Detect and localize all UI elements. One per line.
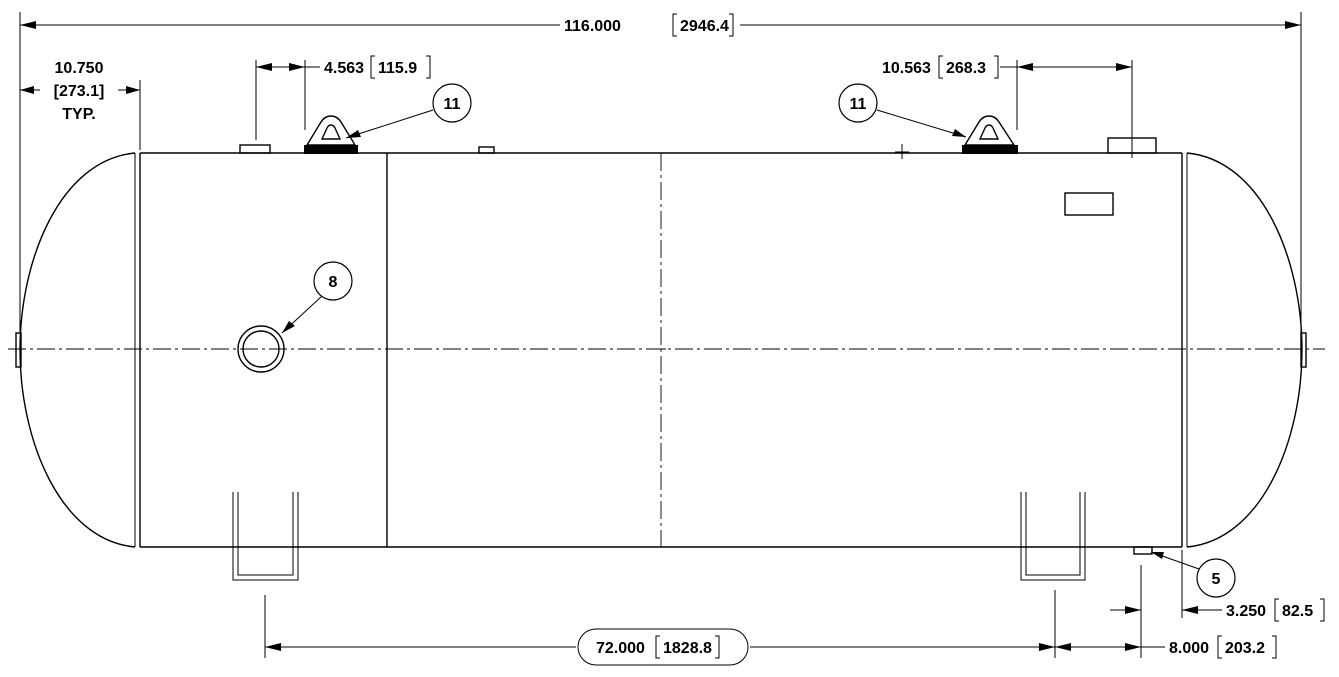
dim-3-inch: 3.250 [1226, 603, 1266, 620]
top-fittings [239, 128, 1157, 216]
dim-lug-left-bracket-r [426, 55, 431, 79]
right-head [1186, 152, 1303, 548]
dim-overall-arrow-right [1285, 21, 1301, 29]
lug-right-body [963, 115, 1016, 146]
dim-head-inch: 10.750 [55, 60, 104, 77]
lug-right-pad [962, 145, 1018, 154]
dim-3-bracket-l [1274, 598, 1279, 622]
saddle-right-outer [1020, 492, 1086, 581]
dim-8-mm: 203.2 [1225, 640, 1265, 657]
dim-lug-left-bracket-l [370, 55, 375, 79]
dim-overall-bracket-l [672, 13, 677, 37]
dim-lug-left-mm: 115.9 [378, 60, 417, 77]
dim-8-bracket-r [1272, 635, 1277, 659]
side-fitting [237, 325, 285, 373]
dim-saddle-bracket-l [655, 635, 660, 659]
dim-lug-right-arrow-a [1017, 63, 1033, 71]
balloon-lug-left-arrow [346, 130, 361, 138]
dim-8-arrow-right [1125, 643, 1141, 651]
balloon-lug-right-number: 11 [850, 96, 867, 113]
saddle-left-inner [237, 492, 294, 576]
dim-lug-right: 10.563 268.3 [882, 55, 1133, 130]
lug-left-hole [320, 124, 342, 140]
lug-left-pad [304, 145, 358, 154]
lifting-lug-right [962, 115, 1018, 154]
left-head [19, 152, 136, 548]
balloon-lug-left-number: 11 [444, 96, 461, 113]
dim-head-arrow-left [20, 86, 34, 94]
lug-right-hole [978, 124, 1000, 140]
side-fitting-outer [237, 325, 285, 373]
dim-lug-left: 4.563 115.9 [255, 55, 431, 140]
saddle-right [1020, 492, 1086, 581]
dim-saddle-arrow-left [265, 643, 281, 651]
dim-lug-left-arrow-b [289, 63, 305, 71]
dim-overall: 116.000 2946.4 [19, 12, 1302, 333]
dim-saddle-spacing: 72.000 1828.8 [264, 590, 1056, 666]
dim-saddle-mm: 1828.8 [663, 640, 712, 657]
drain-coupling [1133, 546, 1153, 555]
dim-saddle-bracket-r [715, 635, 720, 659]
dim-drain-to-head: 3.250 82.5 [1110, 550, 1325, 622]
side-fitting-inner [242, 330, 280, 368]
dim-overall-mm: 2946.4 [680, 18, 729, 35]
dim-saddle-box [577, 628, 749, 666]
dim-saddle-arrow-right [1039, 643, 1055, 651]
balloon-lug-left: 11 [345, 83, 472, 139]
dim-3-arrow-left [1125, 606, 1141, 614]
top-coupling-small [478, 146, 495, 154]
saddle-left-outer [232, 492, 299, 581]
right-head-nozzle [1300, 332, 1307, 368]
dim-lug-right-inch: 10.563 [882, 60, 931, 77]
balloon-drain-number: 5 [1212, 571, 1221, 588]
dim-8-arrow-left [1055, 643, 1071, 651]
dim-saddle-to-drain: 8.000 203.2 [1055, 565, 1277, 659]
dim-head: 10.750 [273.1] TYP. [20, 60, 141, 150]
dim-saddle-inch: 72.000 [596, 640, 645, 657]
saddle-left [232, 492, 299, 581]
balloon-lug-right-circle [838, 83, 878, 123]
dim-lug-right-mm: 268.3 [946, 60, 986, 77]
lifting-lug-left [304, 115, 358, 154]
dim-8-bracket-l [1217, 635, 1222, 659]
dim-lug-left-inch: 4.563 [324, 60, 364, 77]
balloon-drain-circle [1196, 558, 1236, 598]
dim-3-mm: 82.5 [1282, 603, 1313, 620]
balloon-drain-arrow [1151, 552, 1164, 559]
balloon-side-fitting-arrow [282, 321, 295, 333]
balloon-lug-right: 11 [838, 83, 967, 138]
dim-head-mm: [273.1] [54, 83, 105, 100]
top-coupling-left [239, 144, 271, 154]
balloon-side-fitting-number: 8 [329, 274, 338, 291]
dim-3-bracket-r [1320, 598, 1325, 622]
dim-overall-inch: 116.000 [564, 18, 621, 35]
balloon-lug-right-leader [876, 109, 967, 138]
lug-left-body [305, 115, 357, 146]
nameplate [1064, 192, 1114, 216]
left-head-nozzle [15, 332, 22, 368]
balloon-drain: 5 [1150, 551, 1236, 598]
balloon-lug-right-arrow [952, 129, 966, 137]
saddle-right-inner [1025, 492, 1081, 576]
balloon-side-fitting-circle [313, 261, 353, 301]
balloon-lug-left-leader [345, 109, 434, 139]
dim-3-arrow-right [1182, 606, 1198, 614]
balloon-lug-left-circle [432, 83, 472, 123]
dim-head-arrow-right [126, 86, 140, 94]
dim-lug-right-arrow-b [1116, 63, 1132, 71]
dim-lug-right-bracket-r [994, 55, 999, 79]
dim-8-inch: 8.000 [1169, 640, 1209, 657]
balloon-side-fitting: 8 [281, 261, 353, 334]
dim-lug-left-arrow-a [256, 63, 272, 71]
dim-overall-bracket-r [729, 13, 734, 37]
dim-lug-right-bracket-l [938, 55, 943, 79]
dim-head-note: TYP. [62, 106, 96, 123]
dim-overall-arrow-left [20, 21, 36, 29]
